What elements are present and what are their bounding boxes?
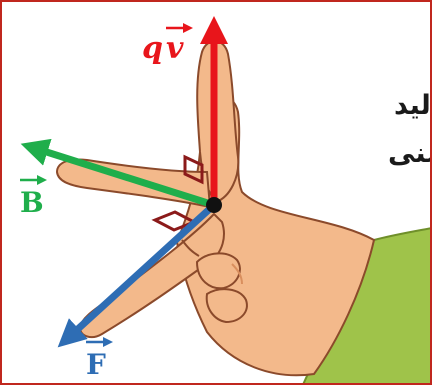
- knuckle-crease: [181, 239, 200, 257]
- ring-finger-curled: [195, 252, 241, 290]
- pinky-finger-curled: [205, 288, 248, 324]
- force-label: F: [86, 337, 113, 381]
- velocity-label: q v: [142, 23, 193, 66]
- velocity-label-q: q: [142, 31, 163, 66]
- finger-crease: [231, 263, 243, 285]
- rule-title-line1: قاعدة اليد: [394, 90, 430, 121]
- force-label-f: F: [86, 348, 106, 381]
- black-dot-icon: [206, 197, 222, 213]
- right-angle-marker-upper: [183, 154, 204, 185]
- rule-title-line2: اليمنى: [388, 138, 430, 169]
- field-label-b: B: [20, 186, 44, 219]
- field-label: B: [20, 175, 47, 219]
- velocity-label-v: v: [166, 31, 184, 66]
- right-angle-marker-lower: [151, 210, 198, 232]
- force-vector-arrow: [57, 202, 217, 348]
- field-vector-arrow: [20, 138, 216, 209]
